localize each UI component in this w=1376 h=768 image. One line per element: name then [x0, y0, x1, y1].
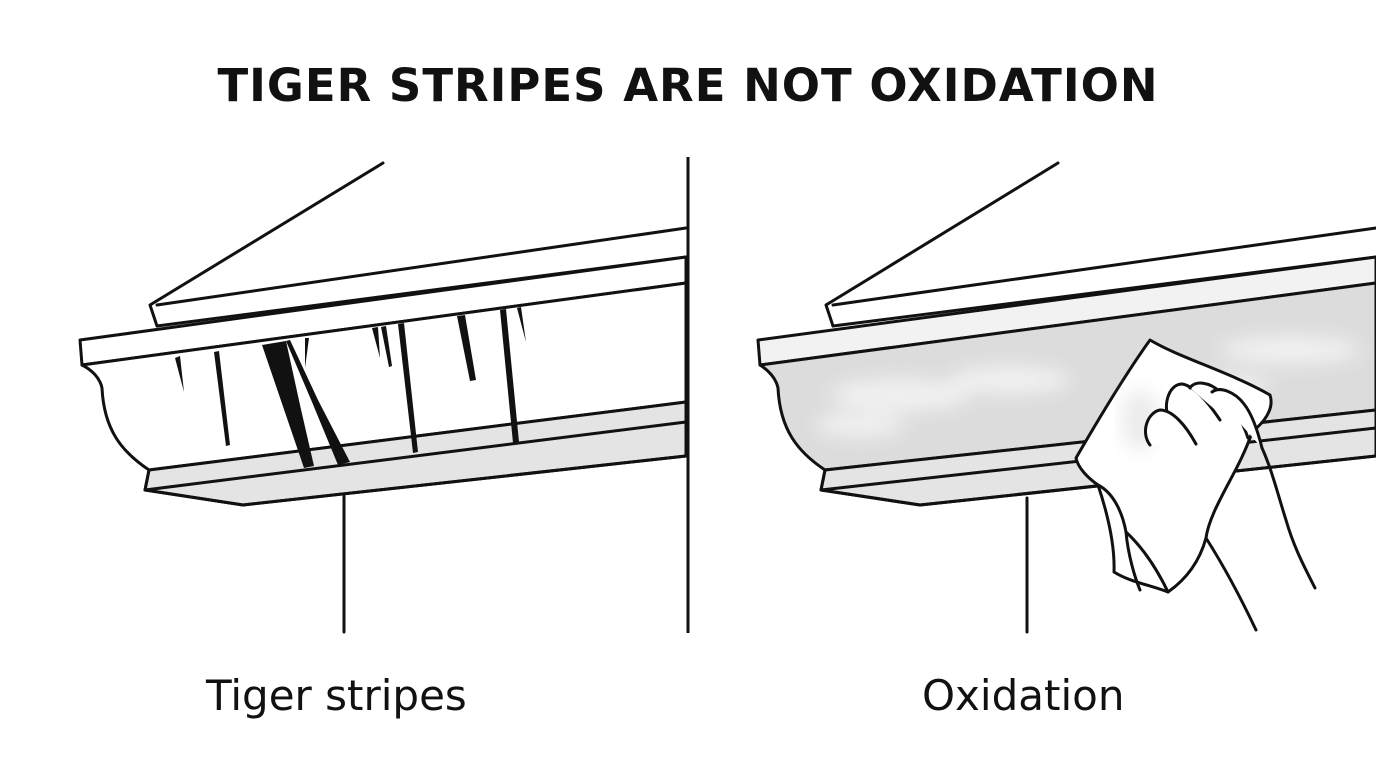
oxidized-gutter-icon	[756, 161, 1376, 634]
gutter-with-tiger-stripes-icon	[78, 161, 688, 634]
label-oxidation: Oxidation	[922, 671, 1125, 720]
label-tiger-stripes: Tiger stripes	[206, 671, 467, 720]
diagram-title: TIGER STRIPES ARE NOT OXIDATION	[217, 59, 1159, 112]
hand-icon	[1144, 381, 1317, 632]
tiger-stripes-marks	[175, 307, 526, 468]
